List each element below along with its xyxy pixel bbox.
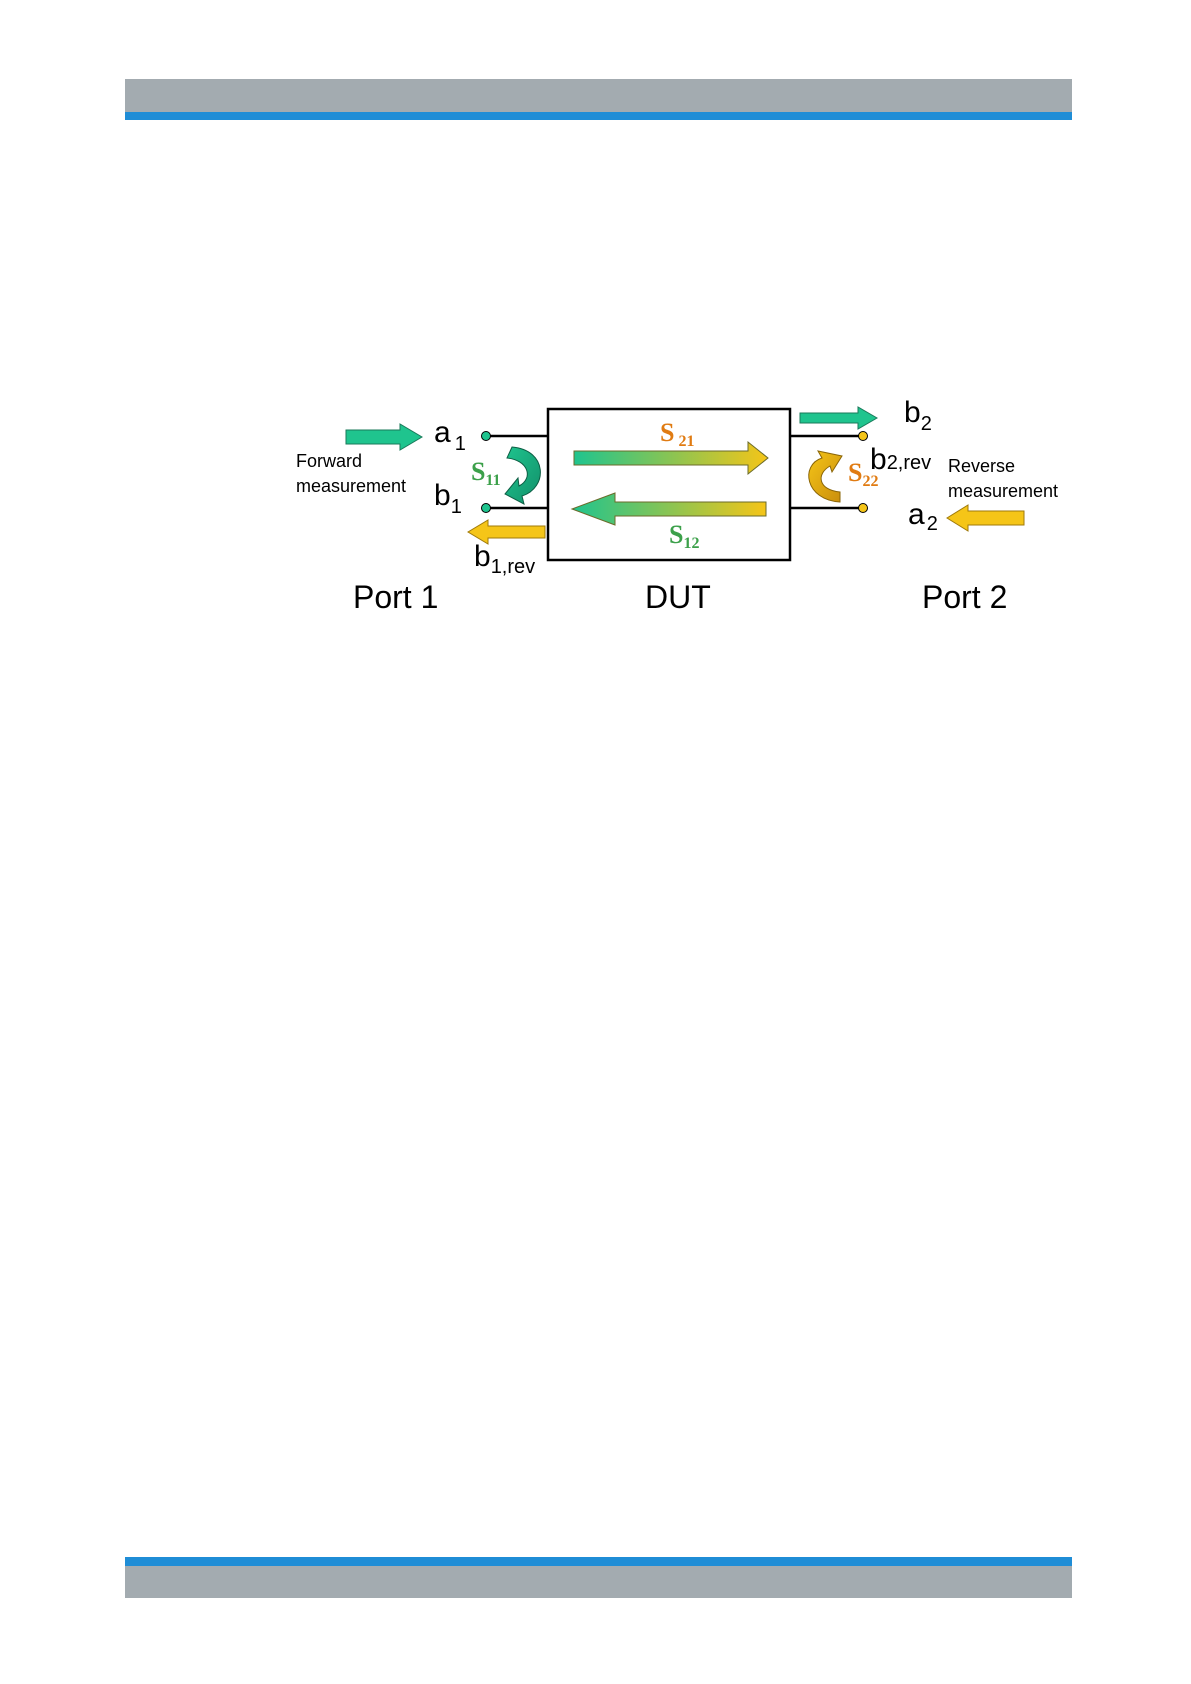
s22-curved-arrow xyxy=(809,451,842,502)
dut-label: DUT xyxy=(645,579,711,615)
port2-label: Port 2 xyxy=(922,579,1007,615)
port2-bottom-terminal xyxy=(859,504,868,513)
b1rev-label: b1,rev xyxy=(474,540,535,578)
s11-curved-arrow xyxy=(505,447,540,504)
port1-bottom-terminal xyxy=(482,504,491,513)
a1-arrow xyxy=(346,424,422,450)
footer-stripe xyxy=(125,1557,1072,1566)
reverse-measurement-label: Reverse measurement xyxy=(948,456,1058,501)
port2-top-terminal xyxy=(859,432,868,441)
forward-measurement-label: Forward measurement xyxy=(296,451,406,496)
b2rev-label: b2,rev xyxy=(870,443,931,476)
port1-top-terminal xyxy=(482,432,491,441)
a2-arrow xyxy=(947,505,1024,531)
b2-label: b2 xyxy=(904,396,932,435)
b1-label: b1 xyxy=(434,479,462,518)
port1-label: Port 1 xyxy=(353,579,438,615)
footer-bar xyxy=(125,1566,1072,1598)
b2-arrow xyxy=(800,407,877,429)
s11-label: S11 xyxy=(471,457,501,489)
